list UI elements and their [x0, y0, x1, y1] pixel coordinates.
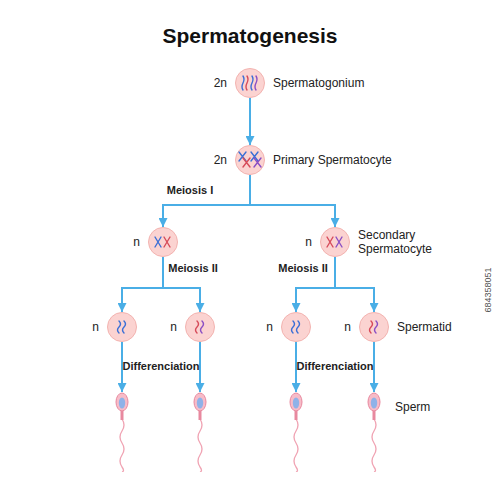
sperm-tail: [198, 419, 202, 472]
sperm-tail: [120, 419, 124, 472]
ploidy-label: n: [133, 235, 140, 249]
stage-name: Primary Spermatocyte: [273, 153, 392, 167]
ploidy-label: n: [344, 320, 351, 334]
sperm-nucleus: [293, 398, 299, 409]
sperm-cell: [113, 392, 131, 472]
flow-arrow: [249, 98, 251, 145]
sperm-cell: Sperm: [365, 392, 383, 472]
ploidy-label: 2n: [214, 153, 227, 167]
sperm-head: [290, 393, 302, 411]
ploidy-label: n: [170, 320, 177, 334]
sperm-tail: [294, 419, 298, 472]
sperm-shape: [113, 392, 131, 472]
sperm-head: [368, 393, 380, 411]
stage-name: Secondary Spermatocyte: [358, 228, 442, 256]
cell-circle: nSpermatid: [359, 312, 389, 342]
ploidy-label: 2n: [214, 76, 227, 90]
sperm-nucleus: [119, 398, 125, 409]
sperm-shape: [365, 392, 383, 472]
stage-name: Sperm: [395, 400, 430, 414]
sperm-cell: [191, 392, 209, 472]
process-label: Differenciation: [296, 360, 373, 372]
flow-arrow: [250, 175, 335, 227]
stage-name: Spermatogonium: [273, 76, 364, 90]
cell-circle: n: [185, 312, 215, 342]
sperm-shape: [191, 392, 209, 472]
flow-arrow: [335, 257, 374, 312]
chromosome-symbols: [118, 76, 378, 333]
process-label: Meiosis I: [167, 184, 213, 196]
cell-circle: 2nSpermatogonium: [235, 68, 265, 98]
ploidy-label: n: [266, 320, 273, 334]
sperm-nucleus: [197, 398, 203, 409]
process-label: Differenciation: [122, 360, 199, 372]
sperm-tail: [372, 419, 376, 472]
watermark-number: 684358051: [483, 267, 493, 312]
cell-circle: n: [281, 312, 311, 342]
process-label: Meiosis II: [168, 262, 218, 274]
sperm-cell: [287, 392, 305, 472]
sperm-head: [116, 393, 128, 411]
flow-arrow: [122, 257, 163, 312]
cell-circle: n: [148, 227, 178, 257]
ploidy-label: n: [305, 235, 312, 249]
flow-arrow: [163, 175, 250, 227]
cell-circle: 2nPrimary Spermatocyte: [235, 145, 265, 175]
ploidy-label: n: [92, 320, 99, 334]
cell-circle: n: [107, 312, 137, 342]
sperm-head: [194, 393, 206, 411]
process-label: Meiosis II: [278, 262, 328, 274]
sperm-nucleus: [371, 398, 377, 409]
cell-circle: nSecondary Spermatocyte: [320, 227, 350, 257]
diagram-title: Spermatogenesis: [0, 24, 500, 48]
stage-name: Spermatid: [397, 320, 452, 334]
sperm-shape: [287, 392, 305, 472]
